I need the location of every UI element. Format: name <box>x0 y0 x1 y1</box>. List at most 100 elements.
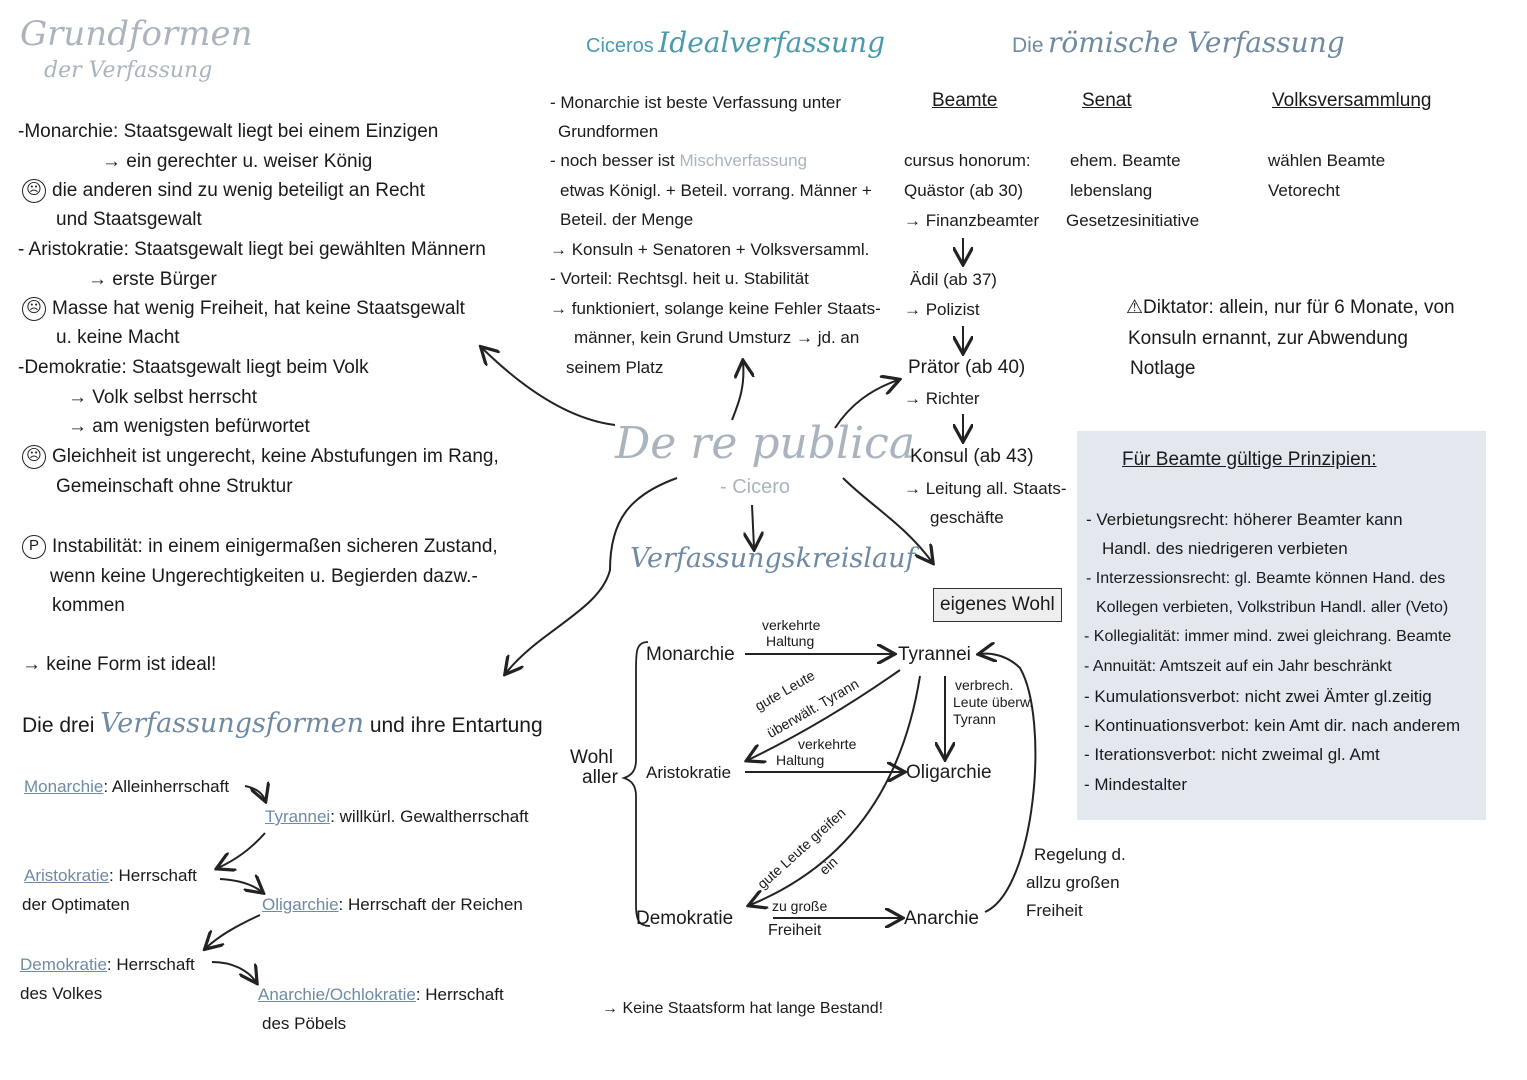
arrow-center-to-grundformen <box>482 348 616 426</box>
principle-4: - Annuität: Amtszeit auf ein Jahr beschr… <box>1084 658 1392 675</box>
label-verbrech-1: verbrech. <box>955 677 1014 693</box>
center-title: De re publica <box>615 418 916 469</box>
forms-title: Die drei Verfassungsformen und ihre Enta… <box>22 708 543 739</box>
text-demokratie-sub2: → am wenigsten befürwortet <box>68 416 310 437</box>
ideal-line-4: etwas Königl. + Beteil. vorrang. Männer … <box>560 181 872 200</box>
principle-7: - Iterationsverbot: nicht zweimal gl. Am… <box>1084 745 1380 764</box>
cycle-title: Verfassungskreislauf <box>630 543 916 574</box>
text-demokratie-sub1: → Volk selbst herrscht <box>68 387 258 408</box>
diktator-line-3: Notlage <box>1130 358 1196 379</box>
ideal-line-10: seinem Platz <box>566 358 664 377</box>
beamte-line-8: Konsul (ab 43) <box>910 446 1034 467</box>
arrow-center-to-ideal <box>731 362 743 421</box>
arrow-center-to-roman <box>834 380 898 429</box>
beamte-line-5: → Polizist <box>904 300 980 319</box>
diktator-line-1: ⚠Diktator: allein, nur für 6 Monate, von <box>1126 297 1455 318</box>
form-aristokratie-def2: der Optimaten <box>22 895 130 914</box>
principles-title: Für Beamte gültige Prinzipien: <box>1122 449 1377 470</box>
principle-2: - Interzessionsrecht: gl. Beamte können … <box>1086 570 1446 587</box>
beamte-line-2: Quästor (ab 30) <box>904 181 1024 200</box>
frown-icon: ☹ <box>22 296 46 321</box>
beamte-line-7: → Richter <box>904 389 980 408</box>
form-anarchie: Anarchie/Ochlokratie: Herrschaft <box>258 985 504 1004</box>
text-aristokratie-con2: u. keine Macht <box>56 327 180 348</box>
roman-senat-header: Senat <box>1082 90 1132 111</box>
label-regelung-3: Freiheit <box>1026 901 1083 920</box>
senat-line-3: Gesetzesinitiative <box>1066 211 1200 230</box>
arrow-center-to-forms <box>506 477 678 673</box>
ideal-line-8: → funktioniert, solange keine Fehler Sta… <box>550 299 881 318</box>
arrow-center-to-cycle <box>752 504 754 548</box>
text-keine-form-ideal: → keine Form ist ideal! <box>22 654 217 675</box>
ideal-line-3: - noch besser ist Mischverfassung <box>550 151 808 170</box>
text-instabilitaet3: kommen <box>52 595 125 616</box>
cycle-aristokratie: Aristokratie <box>646 763 732 782</box>
cycle-tyrannei: Tyrannei <box>898 644 971 665</box>
wohl-brace <box>621 641 651 927</box>
form-tyrannei: Tyrannei: willkürl. Gewaltherrschaft <box>265 807 529 826</box>
eigenes-wohl-box: eigenes Wohl <box>933 588 1062 622</box>
cycle-monarchie: Monarchie <box>646 644 735 665</box>
ideal-line-6: → Konsuln + Senatoren + Volksversamml. <box>550 240 870 259</box>
arrow-center-to-eigenes-wohl <box>842 477 932 562</box>
text-aristokratie-con: ☹Masse hat wenig Freiheit, hat keine Sta… <box>22 294 465 324</box>
principle-6: - Kontinuationsverbot: kein Amt dir. nac… <box>1084 716 1461 735</box>
center-subtitle: - Cicero <box>720 476 791 498</box>
text-aristokratie: - Aristokratie: Staatsgewalt liegt bei g… <box>18 239 486 260</box>
frown-icon: ☹ <box>22 178 46 203</box>
principle-1b: Handl. des niedrigeren verbieten <box>1102 539 1348 558</box>
cycle-aller: aller <box>582 767 618 788</box>
diktator-line-2: Konsuln ernannt, zur Abwendung <box>1128 328 1408 349</box>
cycle-oligarchie: Oligarchie <box>906 762 992 783</box>
label-verkehrte-1: verkehrte <box>762 617 821 633</box>
senat-line-2: lebenslang <box>1070 181 1153 200</box>
ideal-line-5: Beteil. der Menge <box>560 210 694 229</box>
text-demokratie: -Demokratie: Staatsgewalt liegt beim Vol… <box>18 357 369 378</box>
label-verbrech-3: Tyrann <box>953 711 996 727</box>
label-regelung-1: Regelung d. <box>1034 845 1126 864</box>
label-regelung-2: allzu großen <box>1026 873 1120 892</box>
senat-line-1: ehem. Beamte <box>1070 151 1181 170</box>
label-verbrech-2: Leute überw. <box>953 694 1034 710</box>
principle-8: - Mindestalter <box>1084 775 1187 794</box>
text-instabilitaet2: wenn keine Ungerechtigkeiten u. Begierde… <box>50 566 478 587</box>
form-monarchie: Monarchie: Alleinherrschaft <box>24 777 230 796</box>
beamte-line-3: → Finanzbeamter <box>904 211 1040 230</box>
ideal-line-9: männer, kein Grund Umsturz → jd. an <box>574 328 860 347</box>
form-demokratie-def2: des Volkes <box>20 984 103 1003</box>
principle-5: - Kumulationsverbot: nicht zwei Ämter gl… <box>1084 687 1432 706</box>
grundformen-subtitle: der Verfassung <box>44 58 213 83</box>
roman-beamte-header: Beamte <box>932 90 998 111</box>
label-haltung-1: Haltung <box>766 633 815 649</box>
text-demokratie-con: ☹Gleichheit ist ungerecht, keine Abstufu… <box>22 442 499 472</box>
form-demokratie: Demokratie: Herrschaft <box>20 955 195 974</box>
cycle-demokratie: Demokratie <box>636 908 734 929</box>
label-haltung-2: Haltung <box>776 752 825 768</box>
form-anarchie-def2: des Pöbels <box>262 1014 347 1033</box>
label-freiheit: Freiheit <box>768 922 822 939</box>
text-monarchie-con: ☹die anderen sind zu wenig beteiligt an … <box>22 176 425 206</box>
beamte-line-4: Ädil (ab 37) <box>910 270 997 289</box>
warning-icon: ⚠ <box>1126 297 1144 318</box>
ideal-line-1: - Monarchie ist beste Verfassung unter <box>550 93 842 112</box>
cycle-bottom-note: → Keine Staatsform hat lange Bestand! <box>602 1000 884 1017</box>
grundformen-title: Grundformen <box>20 14 253 54</box>
roman-title: Die römische Verfassung <box>1012 26 1345 59</box>
principle-3: - Kollegialität: immer mind. zwei gleich… <box>1084 628 1452 645</box>
ideal-line-7: - Vorteil: Rechtsgl. heit u. Stabilität <box>550 269 809 288</box>
frown-icon: ☹ <box>22 444 46 469</box>
form-oligarchie: Oligarchie: Herrschaft der Reichen <box>262 895 523 914</box>
cycle-wohl: Wohl <box>570 747 613 768</box>
principle-1: - Verbietungsrecht: höherer Beamter kann <box>1086 510 1403 529</box>
form-aristokratie: Aristokratie: Herrschaft <box>24 866 197 885</box>
ideal-line-2: Grundformen <box>558 122 659 141</box>
principle-2b: Kollegen verbieten, Volkstribun Handl. a… <box>1096 599 1449 616</box>
p-mark-icon: P <box>22 534 46 559</box>
ideal-title: Ciceros Idealverfassung <box>586 26 886 59</box>
volk-line-2: Vetorecht <box>1268 181 1340 200</box>
beamte-line-1: cursus honorum: <box>904 151 1031 170</box>
label-zu-grosse: zu große <box>772 898 828 914</box>
beamte-line-10: geschäfte <box>930 508 1004 527</box>
